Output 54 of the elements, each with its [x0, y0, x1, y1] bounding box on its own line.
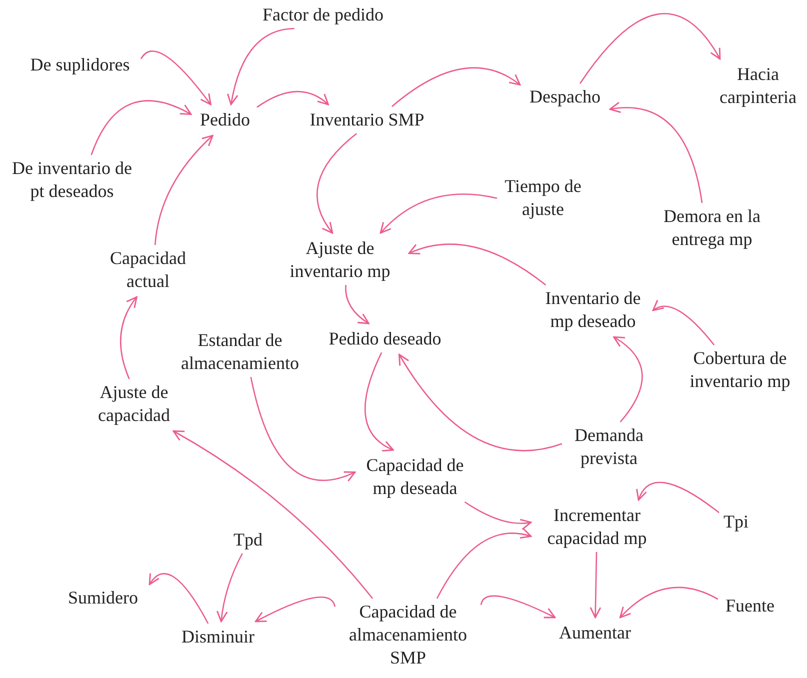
variable-label: Capacidad de almacenamiento SMP [348, 600, 468, 670]
arrow [613, 336, 643, 422]
variable-label: Incrementar capacidad mp [546, 504, 648, 550]
variable-label: Estandar de almacenamiento [180, 329, 300, 375]
variable-label: Demanda prevista [574, 424, 644, 470]
arrow [250, 376, 356, 482]
arrow [140, 50, 212, 106]
arrow [345, 284, 370, 324]
variable-label: Inventario SMP [310, 108, 424, 132]
variable-label: Pedido [200, 108, 250, 132]
variable-label: Inventario de mp deseado [544, 287, 642, 333]
variable-label: Capacidad de mp deseada [365, 454, 465, 500]
variable-label: Sumidero [68, 586, 138, 610]
arrow [398, 354, 562, 452]
arrow [216, 553, 243, 622]
arrow [636, 482, 720, 514]
variable-label: Tpd [234, 528, 262, 552]
variable-label: Tiempo de ajuste [504, 175, 582, 221]
variable-label: Cobertura de inventario mp [688, 347, 792, 393]
variable-label: Ajuste de capacidad [97, 381, 171, 427]
arrow [254, 596, 336, 622]
variable-label: Fuente [726, 594, 774, 618]
arrow [120, 296, 138, 380]
variable-label: Disminuir [181, 626, 254, 648]
arrow [609, 102, 703, 204]
arrow [380, 193, 498, 234]
arrow [619, 586, 718, 618]
variable-label: Hacia carpinteria [718, 63, 798, 109]
arrow [580, 13, 721, 84]
arrow [408, 244, 546, 286]
arrow [652, 300, 715, 346]
arrow [256, 90, 329, 108]
variable-label: Despacho [530, 86, 600, 108]
arrow [154, 134, 214, 246]
arrow [436, 528, 532, 599]
arrow [148, 572, 209, 624]
arrow [90, 100, 192, 156]
arrow [172, 430, 374, 599]
arrow [464, 501, 532, 530]
variable-label: Capacidad actual [109, 247, 187, 293]
variable-label: Tpi [724, 510, 748, 534]
arrow [392, 67, 521, 107]
variable-label: Aumentar [559, 622, 631, 644]
arrow [227, 28, 294, 106]
arrow [590, 552, 602, 618]
variable-label: Pedido deseado [328, 328, 442, 350]
variable-label: Factor de pedido [262, 4, 384, 26]
arrow [364, 352, 394, 451]
variable-label: Demora en la entrega mp [662, 205, 762, 251]
variable-label: De suplidores [30, 54, 130, 76]
arrow [480, 595, 556, 618]
variable-label: De inventario de pt deseados [11, 157, 133, 203]
variable-label: Ajuste de inventario mp [288, 237, 392, 283]
arrow [316, 133, 358, 234]
